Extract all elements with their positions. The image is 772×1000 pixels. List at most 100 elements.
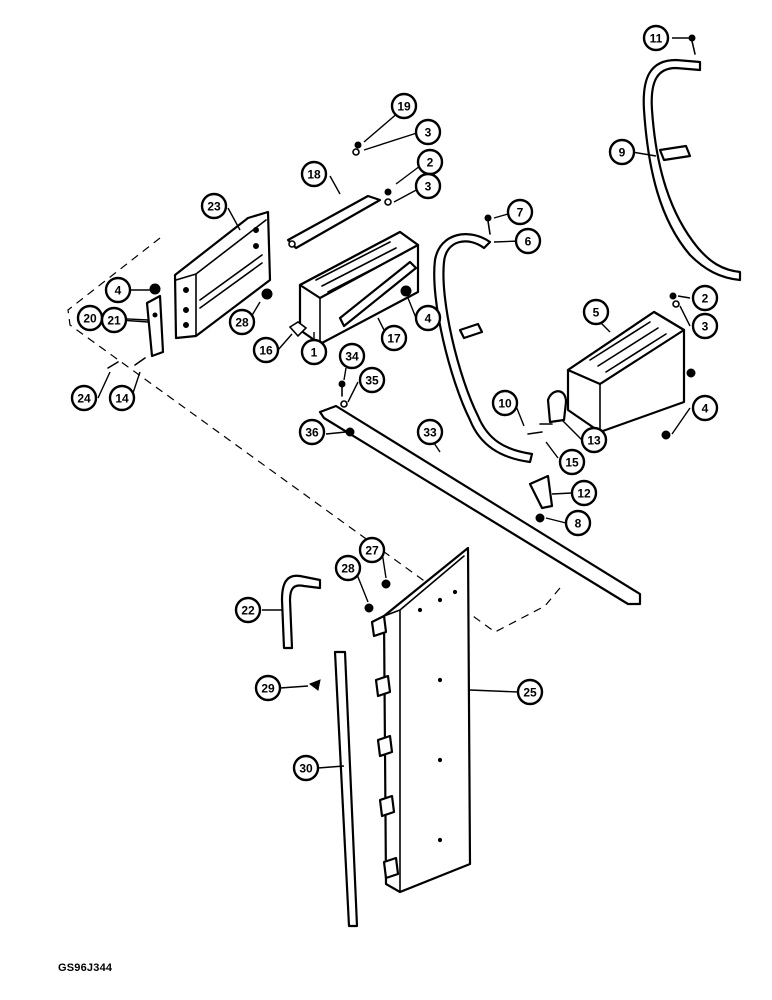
part-6-curved-handrail [433,233,534,464]
part-9-curved-handrail [642,58,742,282]
callout-circle [514,227,542,255]
callout-21: 21 [100,306,128,334]
callout-circle [100,306,128,334]
callout-circle [691,284,719,312]
callout-circle [414,118,442,146]
part-13-clip [546,390,568,424]
part-5-step-box [566,310,686,434]
callout-number: 3 [702,320,709,334]
callout-14: 14 [108,384,136,412]
callout-18: 18 [300,160,328,188]
callout-number: 34 [345,350,359,364]
callout-number: 36 [305,426,319,440]
part-21-small-bracket [145,294,165,358]
callout-number: 22 [241,604,255,618]
callout-7: 7 [506,198,534,226]
callout-circle [338,342,366,370]
callout-circle [228,308,256,336]
callout-8: 8 [564,509,592,537]
callout-3: 3 [414,118,442,146]
callout-circle [70,384,98,412]
callout-34: 34 [338,342,366,370]
callout-number: 19 [397,100,411,114]
callout-number: 28 [341,562,355,576]
callout-circle [580,426,608,454]
callout-number: 11 [650,32,663,46]
callout-circle [104,276,132,304]
callout-23: 23 [200,192,228,220]
callout-circle [334,554,362,582]
callout-circle [390,92,418,120]
callout-15: 15 [558,448,586,476]
callout-35: 35 [358,366,386,394]
callout-circle [300,338,328,366]
callout-number: 14 [115,392,129,406]
part-25-step-panel [370,546,472,894]
callout-number: 3 [425,180,432,194]
callout-number: 1 [311,346,318,360]
callout-circle [642,24,670,52]
figure-reference-code: GS96J344 [58,962,113,974]
callout-circle [414,172,442,200]
part-18-flat-strap [286,194,382,250]
callout-number: 12 [577,487,591,501]
callout-4: 4 [414,304,442,332]
callout-number: 29 [261,682,275,696]
callout-10: 10 [491,389,519,417]
callout-leader-lines [97,37,691,769]
callout-4: 4 [691,394,719,422]
callout-number: 17 [387,332,401,346]
assembly-boundary-dashed [67,237,561,633]
callout-20: 20 [76,304,104,332]
callout-circle [254,674,282,702]
callout-33: 33 [416,418,444,446]
part-33-long-support-bar [318,404,642,606]
callout-number: 7 [517,206,524,220]
callout-number: 5 [593,306,600,320]
callout-number: 23 [207,200,221,214]
callout-number: 28 [235,316,249,330]
callout-17: 17 [380,324,408,352]
callout-19: 19 [390,92,418,120]
callout-3: 3 [414,172,442,200]
callout-circle [691,394,719,422]
callout-number: 3 [425,126,432,140]
callout-circle [108,384,136,412]
callout-number: 4 [115,284,122,298]
callout-16: 16 [252,336,280,364]
callout-number: 20 [83,312,97,326]
callout-5: 5 [582,298,610,326]
callout-number: 9 [619,146,626,160]
part-23-mounting-bracket [173,210,272,340]
callout-circle [506,198,534,226]
callout-number: 33 [423,426,437,440]
callout-circle [252,336,280,364]
callout-29: 29 [254,674,282,702]
callout-number: 18 [307,168,321,182]
callout-circle [298,418,326,446]
part-30-long-rod [333,650,359,928]
callout-circle [564,509,592,537]
callout-number: 35 [365,374,379,388]
callout-9: 9 [608,138,636,166]
callout-number: 15 [565,456,579,470]
callout-25: 25 [516,678,544,706]
callout-number: 13 [587,434,601,448]
callout-number: 2 [702,292,709,306]
callout-2: 2 [416,148,444,176]
callout-30: 30 [292,754,320,782]
callout-3: 3 [691,312,719,340]
part-12-small-bracket [528,474,554,510]
callout-number: 24 [77,392,91,406]
callout-circle [234,596,262,624]
callout-number: 2 [427,156,434,170]
callout-circle [582,298,610,326]
callout-circle [414,304,442,332]
callout-circle [358,536,386,564]
callout-circle [416,418,444,446]
callout-27: 27 [358,536,386,564]
callout-number: 4 [425,312,432,326]
callout-circle [691,312,719,340]
callout-36: 36 [298,418,326,446]
